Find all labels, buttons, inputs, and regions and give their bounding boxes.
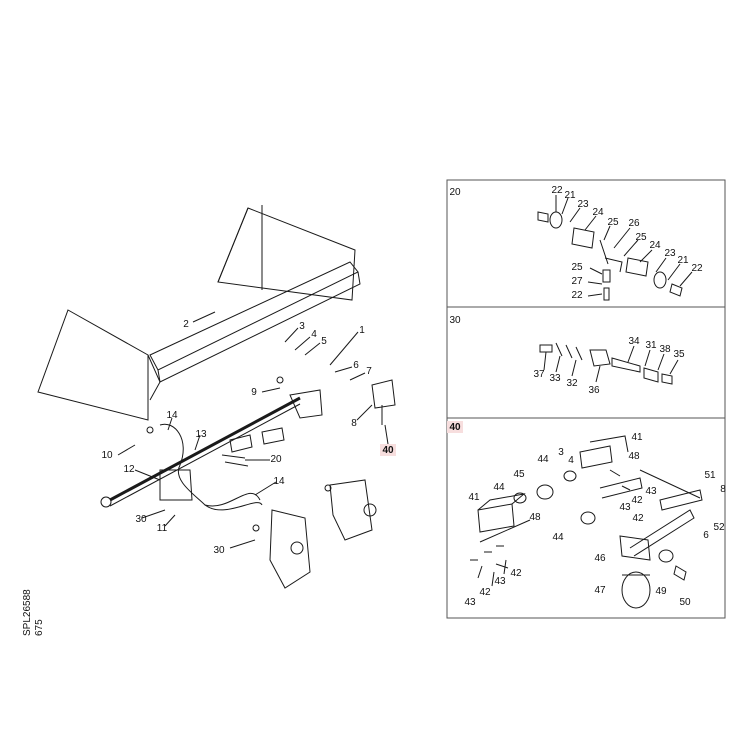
callout-11: 11 bbox=[157, 523, 168, 534]
panel-30-callout-38: 38 bbox=[659, 344, 671, 355]
panel-40-callout-42: 42 bbox=[631, 495, 643, 506]
callout-13: 13 bbox=[195, 429, 207, 440]
panel-40-callout-42: 42 bbox=[479, 587, 491, 598]
panel-40-callout-43: 43 bbox=[645, 486, 657, 497]
callout-4: 4 bbox=[311, 329, 317, 340]
panel-30-callout-31: 31 bbox=[645, 340, 657, 351]
callout-20: 20 bbox=[270, 454, 282, 465]
panel-40-callout-41: 41 bbox=[631, 432, 643, 443]
callout-40: 40 bbox=[382, 445, 394, 456]
panel-20-callout-21: 21 bbox=[677, 255, 689, 266]
panel-30-callout-32: 32 bbox=[566, 378, 578, 389]
panel-20-callout-24: 24 bbox=[592, 207, 604, 218]
callout-1: 1 bbox=[359, 325, 365, 336]
drawing-reference: SPL26588 bbox=[22, 589, 33, 636]
panel-30-callout-33: 33 bbox=[549, 373, 561, 384]
panel-20-callout-22: 22 bbox=[571, 290, 583, 301]
panel-label-20: 20 bbox=[449, 187, 461, 198]
panel-40-callout-4: 4 bbox=[568, 455, 574, 466]
panel-40-callout-44: 44 bbox=[552, 532, 564, 543]
callout-9: 9 bbox=[251, 387, 257, 398]
callout-14: 14 bbox=[273, 476, 285, 487]
panel-40-callout-42: 42 bbox=[632, 513, 644, 524]
panel-20-callout-23: 23 bbox=[577, 199, 589, 210]
callout-2: 2 bbox=[183, 319, 189, 330]
panel-20-callout-23: 23 bbox=[664, 248, 676, 259]
panel-label-40: 40 bbox=[449, 422, 461, 433]
callout-8: 8 bbox=[351, 418, 357, 429]
callout-6: 6 bbox=[353, 360, 359, 371]
panel-40-callout-42: 42 bbox=[510, 568, 522, 579]
panel-40-callout-44: 44 bbox=[537, 454, 549, 465]
panel-40-callout-43: 43 bbox=[494, 576, 506, 587]
callout-14: 14 bbox=[166, 410, 178, 421]
sheet-number: 675 bbox=[34, 619, 45, 636]
panel-40-callout-43: 43 bbox=[619, 502, 631, 513]
panel-20-callout-24: 24 bbox=[649, 240, 661, 251]
panel-30-drawing bbox=[539, 342, 679, 385]
panel-30-callout-36: 36 bbox=[588, 385, 600, 396]
panel-label-30: 30 bbox=[449, 315, 461, 326]
panel-20-callout-25: 25 bbox=[571, 262, 583, 273]
panel-40-callout-6: 6 bbox=[703, 530, 709, 541]
panel-label-40-highlight bbox=[447, 421, 463, 433]
panel-30-callout-37: 37 bbox=[533, 369, 545, 380]
panel-40-drawing bbox=[470, 435, 703, 609]
callout-7: 7 bbox=[366, 366, 372, 377]
callout-5: 5 bbox=[321, 336, 327, 347]
panel-40-callout-41: 41 bbox=[468, 492, 480, 503]
panel-40-callout-43: 43 bbox=[464, 597, 476, 608]
detail-panels bbox=[446, 179, 726, 619]
panel-40-callout-51: 51 bbox=[704, 470, 716, 481]
panel-20-drawing bbox=[537, 195, 693, 301]
callout-10: 10 bbox=[101, 450, 113, 461]
panel-20-callout-25: 25 bbox=[635, 232, 647, 243]
panel-40-callout-48: 48 bbox=[628, 451, 640, 462]
panel-20-callout-21: 21 bbox=[564, 190, 576, 201]
panel-40-callout-52: 52 bbox=[713, 522, 725, 533]
panel-20-callout-26: 26 bbox=[628, 218, 640, 229]
callout-12: 12 bbox=[123, 464, 135, 475]
panel-40-callout-50: 50 bbox=[679, 597, 691, 608]
panel-30-callout-35: 35 bbox=[673, 349, 685, 360]
panel-20-callout-25: 25 bbox=[607, 217, 619, 228]
panel-20-callout-27: 27 bbox=[571, 276, 583, 287]
main-callouts: 2 345 1 67 9 8 40 14 13 10 12 20 14 30 11 30 bbox=[101, 319, 396, 556]
panel-40-callout-45: 45 bbox=[513, 469, 525, 480]
panel-40-callout-44: 44 bbox=[493, 482, 505, 493]
panel-30-frame bbox=[446, 306, 726, 419]
panel-40-frame bbox=[446, 417, 726, 619]
callout-30: 30 bbox=[213, 545, 225, 556]
panel-30-callout-34: 34 bbox=[628, 336, 640, 347]
panel-40-callout-49: 49 bbox=[655, 586, 667, 597]
panel-40-callout-46: 46 bbox=[594, 553, 606, 564]
callout-30: 30 bbox=[135, 514, 147, 525]
panel-40-callout-8: 8 bbox=[720, 484, 726, 495]
sheet-reference: 675 SPL26588 bbox=[22, 560, 52, 636]
panel-20-callout-22: 22 bbox=[691, 263, 703, 274]
panel-40-callout-47: 47 bbox=[594, 585, 606, 596]
panel-40-callout-48: 48 bbox=[529, 512, 541, 523]
panel-40-callout-3: 3 bbox=[558, 447, 564, 458]
callout-3: 3 bbox=[299, 321, 305, 332]
panel-20-callout-22: 22 bbox=[551, 185, 563, 196]
callout-40-highlight bbox=[380, 444, 396, 456]
main-assembly-drawing bbox=[37, 205, 396, 589]
